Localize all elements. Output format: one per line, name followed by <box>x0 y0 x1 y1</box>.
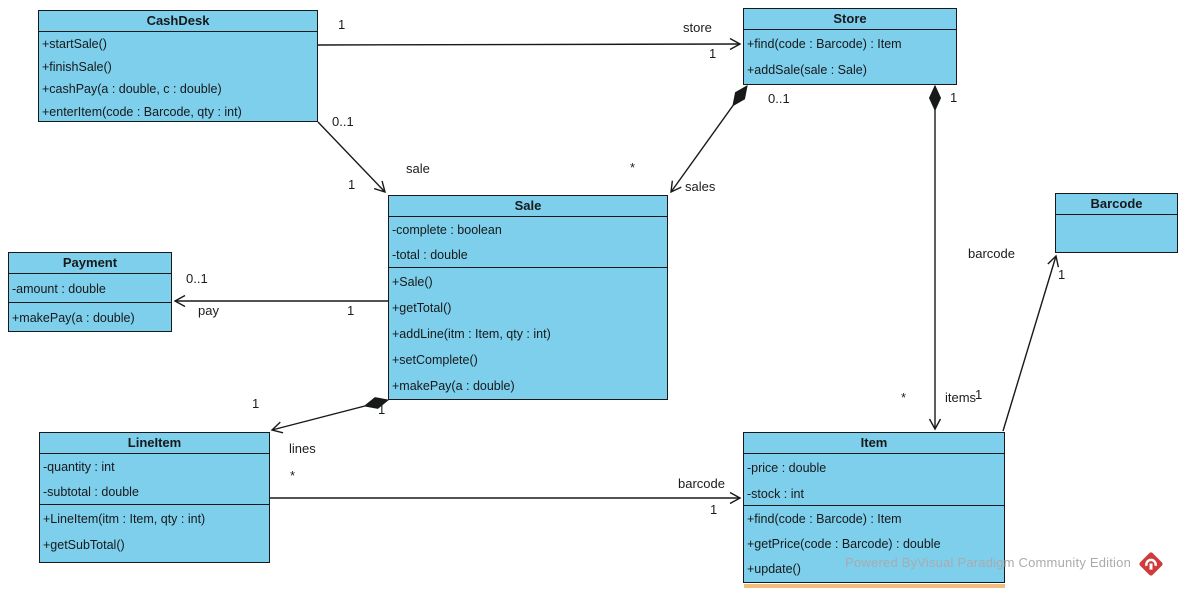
class-member: +addLine(itm : Item, qty : int) <box>392 327 551 341</box>
class-member: +getTotal() <box>392 301 452 315</box>
class-store-operations: +find(code : Barcode) : Item +addSale(sal… <box>744 30 956 84</box>
class-sale[interactable]: Sale -complete : boolean-total : double … <box>388 195 668 400</box>
class-member: +finishSale() <box>42 59 112 74</box>
mult-sale-lineitem-source: 1 <box>378 402 386 417</box>
mult-sale-payment-target: 0..1 <box>186 271 208 286</box>
role-lineitem-item-target: barcode <box>678 476 725 491</box>
mult-lineitem-item-target: 1 <box>710 502 718 517</box>
class-cashdesk[interactable]: CashDesk +startSale() +finishSale() +cashP… <box>38 10 318 122</box>
class-lineitem-title: LineItem <box>40 433 269 454</box>
visual-paradigm-logo-icon <box>1139 552 1163 576</box>
mult-sale-lineitem-target: * <box>290 468 296 483</box>
class-member: +makePay(a : double) <box>12 311 135 325</box>
mult-sale-payment-source: 1 <box>347 303 355 318</box>
mult-cashdesk-store-target: 1 <box>709 46 717 61</box>
class-member: +LineItem(itm : Item, qty : int) <box>43 512 206 526</box>
class-member: +enterItem(code : Barcode, qty : int) <box>42 104 242 119</box>
mult-item-barcode-source: 1 <box>975 387 983 402</box>
visual-paradigm-watermark: Powered ByVisual Paradigm Community Edit… <box>845 555 1131 570</box>
class-payment[interactable]: Payment -amount : double +makePay(a : do… <box>8 252 172 332</box>
role-cashdesk-store-target: store <box>683 20 712 35</box>
class-barcode[interactable]: Barcode <box>1055 193 1178 253</box>
class-sale-title: Sale <box>389 196 667 217</box>
class-payment-operations: +makePay(a : double) <box>9 303 171 331</box>
class-barcode-empty-compartment <box>1056 215 1177 252</box>
mult-cashdesk-sale-target: 1 <box>348 177 356 192</box>
mult-cashdesk-store-source: 1 <box>338 17 346 32</box>
role-sale-lineitem-target: lines <box>289 441 316 456</box>
mult-sale-lineitem-near-target: 1 <box>252 396 260 411</box>
class-member: +getPrice(code : Barcode) : double <box>747 537 941 551</box>
role-store-item-target: items <box>945 390 977 405</box>
mult-store-item-source: 1 <box>950 90 958 105</box>
class-member: -amount : double <box>12 282 106 296</box>
class-member: +update() <box>747 562 801 576</box>
class-item[interactable]: Item -price : double -stock : int +find(c… <box>743 432 1005 583</box>
class-lineitem-attributes: -quantity : int -subtotal : double <box>40 454 269 505</box>
class-member: +setComplete() <box>392 353 478 367</box>
class-member: +find(code : Barcode) : Item <box>747 512 902 526</box>
class-payment-attributes: -amount : double <box>9 274 171 303</box>
item-box-shadow <box>744 584 1005 588</box>
role-item-barcode-target: barcode <box>968 246 1015 261</box>
class-store-title: Store <box>744 9 956 30</box>
mult-cashdesk-sale-source: 0..1 <box>332 114 354 129</box>
mult-item-barcode-target: 1 <box>1058 267 1066 282</box>
class-member: +getSubTotal() <box>43 538 125 552</box>
class-lineitem-operations: +LineItem(itm : Item, qty : int) +getSubT… <box>40 505 269 562</box>
class-barcode-title: Barcode <box>1056 194 1177 215</box>
edge-store-sale-composition[interactable] <box>671 86 747 192</box>
class-member: +startSale() <box>42 37 107 51</box>
class-member: +makePay(a : double) <box>392 379 515 393</box>
class-item-title: Item <box>744 433 1004 454</box>
class-member: -stock : int <box>747 487 804 501</box>
class-sale-attributes: -complete : boolean -total : double <box>389 217 667 268</box>
edge-cashdesk-store[interactable] <box>317 37 742 51</box>
role-store-sale-target: sales <box>685 179 716 194</box>
class-cashdesk-title: CashDesk <box>39 11 317 32</box>
class-member: +Sale() <box>392 275 433 289</box>
class-member: +cashPay(a : double, c : double) <box>42 82 222 96</box>
class-item-attributes: -price : double -stock : int <box>744 454 1004 506</box>
class-store[interactable]: Store +find(code : Barcode) : Item +addSa… <box>743 8 957 85</box>
edge-sale-lineitem-composition[interactable] <box>272 400 388 430</box>
mult-store-sale-target: * <box>630 160 636 175</box>
class-member: -subtotal : double <box>43 485 139 499</box>
role-cashdesk-sale-target: sale <box>406 161 430 176</box>
mult-store-item-target: * <box>901 390 907 405</box>
class-member: +find(code : Barcode) : Item <box>747 37 902 51</box>
class-member: +addSale(sale : Sale) <box>747 63 867 77</box>
role-sale-payment-target: pay <box>198 303 219 318</box>
class-member: -price : double <box>747 461 827 475</box>
class-member: -complete : boolean <box>392 223 502 237</box>
class-payment-title: Payment <box>9 253 171 274</box>
class-sale-operations: +Sale() +getTotal() +addLine(itm : Item, q… <box>389 268 667 399</box>
class-member: -quantity : int <box>43 460 115 474</box>
mult-store-sale-source: 0..1 <box>768 91 790 106</box>
class-item-operations: +find(code : Barcode) : Item +getPrice(co… <box>744 506 1004 582</box>
class-cashdesk-operations: +startSale() +finishSale() +cashPay(a : do… <box>39 32 317 121</box>
class-member: -total : double <box>392 248 468 262</box>
edge-item-barcode[interactable] <box>1002 254 1060 432</box>
class-lineitem[interactable]: LineItem -quantity : int -subtotal : doub… <box>39 432 270 563</box>
